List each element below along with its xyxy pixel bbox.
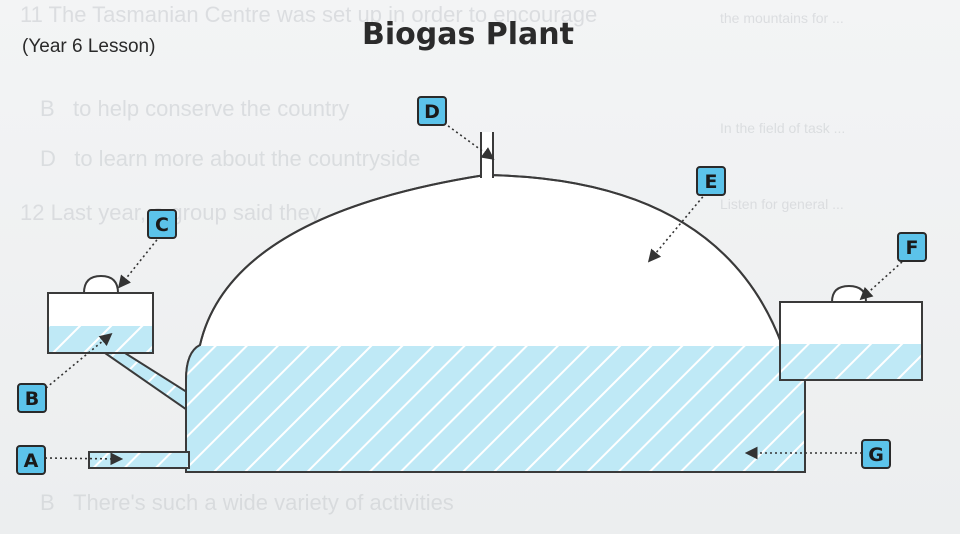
bleed-through-text: the mountains for ... <box>720 10 844 26</box>
label-b: B <box>17 383 47 413</box>
lesson-subtitle: (Year 6 Lesson) <box>22 36 156 57</box>
label-d-text: D <box>424 101 440 123</box>
label-a-text: A <box>24 450 39 472</box>
label-b-text: B <box>25 388 39 410</box>
label-c: C <box>147 209 177 239</box>
bleed-through-text: B to help conserve the country <box>40 96 350 121</box>
gas-outlet-pipe <box>480 132 494 178</box>
leader-arrows <box>44 119 903 466</box>
bleed-through-text: In the field of task ... <box>720 120 846 136</box>
digester-dome <box>185 173 806 473</box>
label-g: G <box>861 439 891 469</box>
arrow-c <box>118 235 161 289</box>
label-e: E <box>696 166 726 196</box>
bleed-through-text: B There's such a wide variety of activit… <box>40 490 454 515</box>
page-title: Biogas Plant <box>362 17 574 52</box>
bleed-through-text: 11 The Tasmanian Centre was set up in or… <box>20 2 598 27</box>
inlet-tank-lid <box>82 274 120 294</box>
bleed-through-text: Listen for general ... <box>720 196 844 212</box>
bleed-through-text: D to learn more about the countryside <box>40 146 421 171</box>
label-f: F <box>897 232 927 262</box>
arrow-f <box>859 261 903 301</box>
label-d: D <box>417 96 447 126</box>
outlet-tank-lid <box>830 284 868 303</box>
outlet-tank <box>779 284 923 381</box>
label-a: A <box>16 445 46 475</box>
bottom-pipe <box>88 451 190 469</box>
label-f-text: F <box>906 237 919 259</box>
label-g-text: G <box>868 444 884 466</box>
inlet-tank <box>47 274 154 354</box>
arrow-d <box>439 119 495 160</box>
arrow-b <box>45 332 113 389</box>
label-e-text: E <box>705 171 718 193</box>
label-c-text: C <box>155 214 169 236</box>
inlet-pipe <box>101 352 191 414</box>
